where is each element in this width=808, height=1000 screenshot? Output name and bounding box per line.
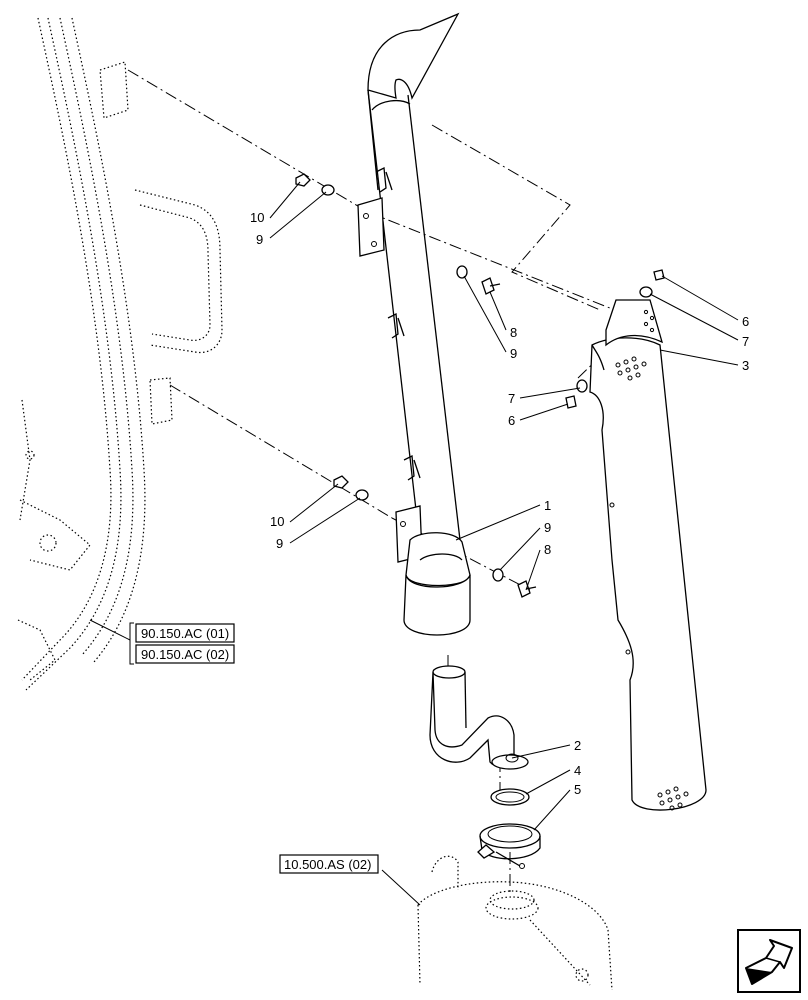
gasket-ring xyxy=(490,788,530,806)
vent-holes-top xyxy=(615,356,647,381)
elbow-pipe xyxy=(429,665,529,770)
callout-9-upper: 9 xyxy=(256,232,263,247)
leader-lines xyxy=(89,181,739,906)
heat-shield xyxy=(589,299,707,811)
callout-9-upper-right: 9 xyxy=(510,346,517,361)
callout-6-upper: 6 xyxy=(742,314,749,329)
callout-10-lower: 10 xyxy=(270,514,284,529)
callout-9-lower-right: 9 xyxy=(544,520,551,535)
v-band-clamp xyxy=(477,823,541,869)
ref-box-90-150-ac-02[interactable] xyxy=(135,644,235,664)
ref-90-150-ac-02-label: 90.150.AC (02) xyxy=(141,647,229,662)
callout-4: 4 xyxy=(574,763,581,778)
ref-box-10-500-as-02[interactable] xyxy=(279,854,379,874)
callout-8-lower: 8 xyxy=(544,542,551,557)
cab-frame-outline xyxy=(17,17,223,691)
callout-labels: 10 9 8 9 6 7 3 7 6 1 9 8 10 9 2 4 5 xyxy=(250,210,749,797)
muffler-outline xyxy=(417,855,613,991)
hardware xyxy=(295,173,665,598)
exhaust-stack-pipe xyxy=(357,12,471,636)
callout-2: 2 xyxy=(574,738,581,753)
callout-7-lower: 7 xyxy=(508,391,515,406)
next-page-arrow-icon[interactable] xyxy=(737,929,801,993)
callout-10-upper: 10 xyxy=(250,210,264,225)
vent-holes-bottom xyxy=(657,786,689,811)
callout-7-upper: 7 xyxy=(742,334,749,349)
ref-10-500-as-02-label: 10.500.AS (02) xyxy=(284,857,371,872)
ref-box-90-150-ac-01[interactable] xyxy=(135,623,235,643)
callout-5: 5 xyxy=(574,782,581,797)
callout-9-lower: 9 xyxy=(276,536,283,551)
ref-90-150-ac-01-label: 90.150.AC (01) xyxy=(141,626,229,641)
alignment-lines xyxy=(127,69,641,895)
callout-8-upper: 8 xyxy=(510,325,517,340)
reference-boxes: 90.150.AC (01) 90.150.AC (02) 10.500.AS … xyxy=(129,622,379,874)
vent-holes-flange xyxy=(643,309,655,333)
callout-6-lower: 6 xyxy=(508,413,515,428)
callout-1: 1 xyxy=(544,498,551,513)
callout-3: 3 xyxy=(742,358,749,373)
